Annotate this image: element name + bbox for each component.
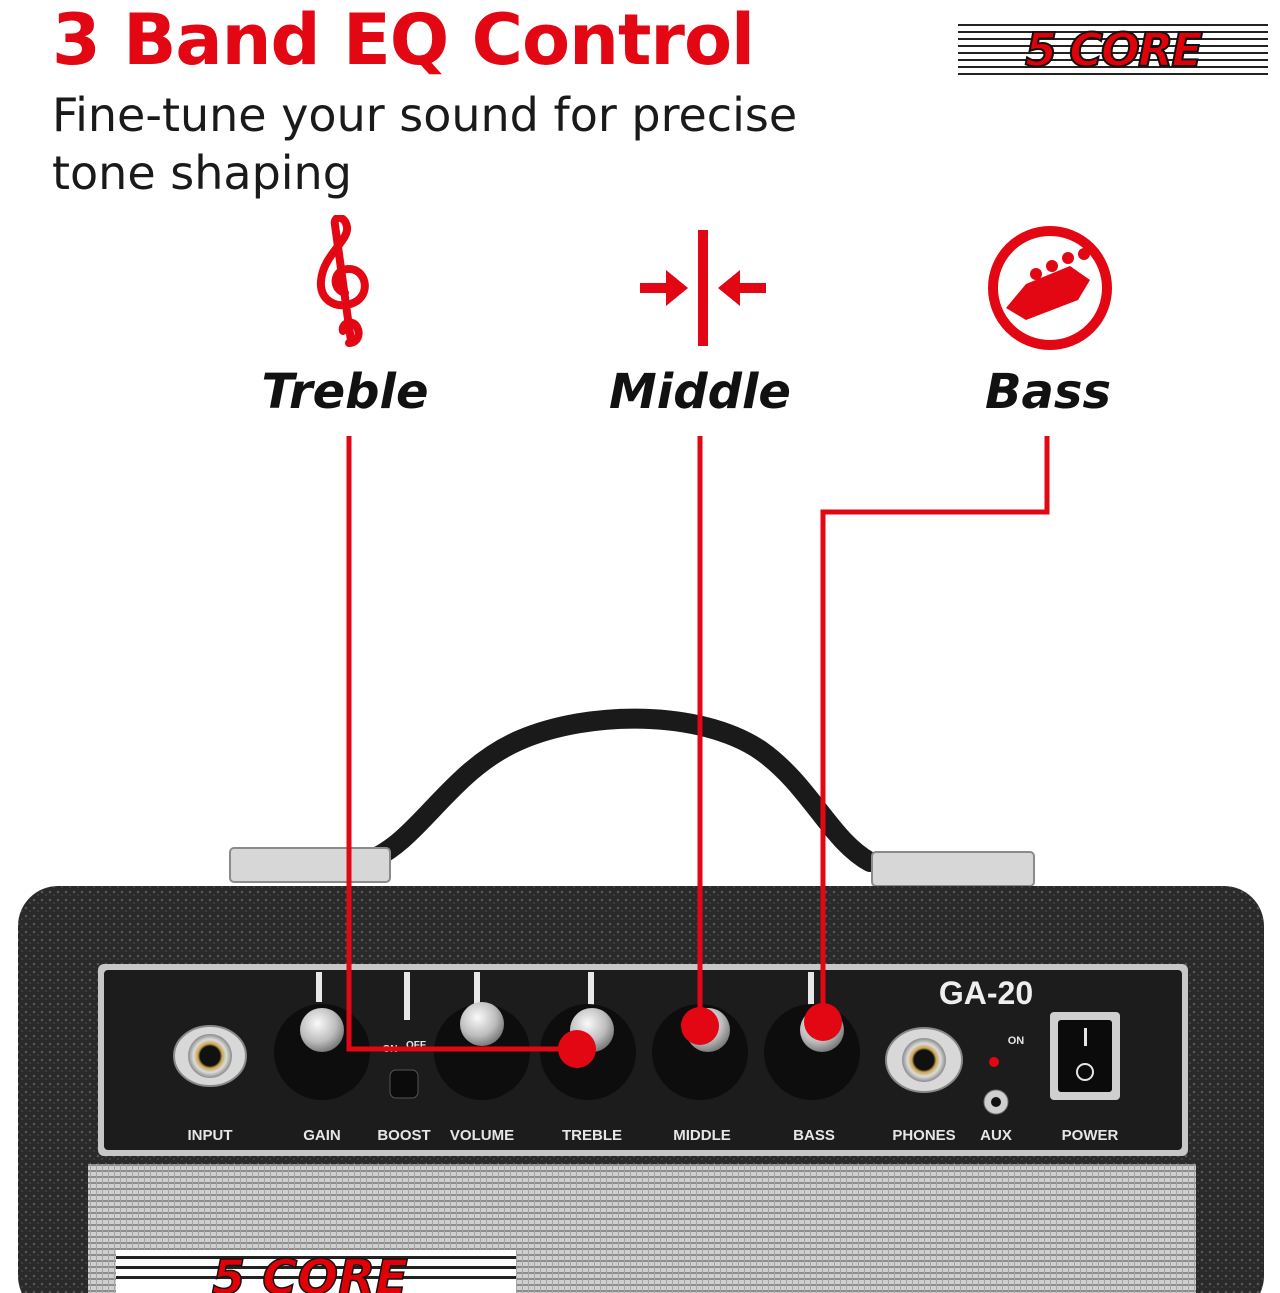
control-label-gain: GAIN [303, 1127, 341, 1144]
control-label-treble: TREBLE [562, 1127, 622, 1144]
bass-knob[interactable] [764, 1004, 860, 1100]
control-label-volume: VOLUME [450, 1127, 514, 1144]
grille-logo: 5 CORE [116, 1249, 516, 1293]
power-switch[interactable] [1050, 1012, 1120, 1100]
control-label-bass: BASS [793, 1127, 835, 1144]
page-title: 3 Band EQ Control [52, 0, 755, 81]
bass-headstock-icon [986, 224, 1114, 352]
input-jack[interactable] [173, 1025, 247, 1087]
control-label-input: INPUT [188, 1127, 233, 1144]
amplifier-image: GA-20 ON OFF ON [18, 708, 1264, 1293]
phones-jack[interactable] [885, 1027, 963, 1093]
page-subtitle: Fine-tune your sound for precise tone sh… [52, 88, 798, 200]
boost-on-label: ON [383, 1044, 398, 1055]
treble-clef-icon [305, 213, 385, 355]
amp-model: GA-20 [939, 975, 1033, 1011]
grille-logo-text: 5 CORE [212, 1250, 408, 1293]
boost-off-label: OFF [406, 1040, 426, 1051]
control-label-boost: BOOST [377, 1127, 430, 1144]
control-label-phones: PHONES [892, 1127, 955, 1144]
amp-handle [229, 708, 1035, 887]
aux-jack[interactable] [983, 1089, 1009, 1115]
middle-knob[interactable] [652, 1004, 748, 1100]
control-label-power: POWER [1062, 1127, 1119, 1144]
control-label-aux: AUX [980, 1127, 1012, 1144]
brand-logo-text: 5 CORE [1024, 23, 1204, 77]
gain-knob[interactable] [274, 1004, 370, 1100]
band-label-treble: Treble [261, 364, 429, 420]
middle-arrows-icon [636, 230, 770, 346]
power-led [989, 1057, 999, 1067]
led-on-label: ON [1008, 1035, 1025, 1047]
treble-knob[interactable] [540, 1004, 636, 1100]
brand-logo: 5 CORE [958, 23, 1268, 77]
band-label-bass: Bass [984, 364, 1112, 420]
control-label-middle: MIDDLE [673, 1127, 731, 1144]
band-label-middle: Middle [609, 364, 791, 420]
